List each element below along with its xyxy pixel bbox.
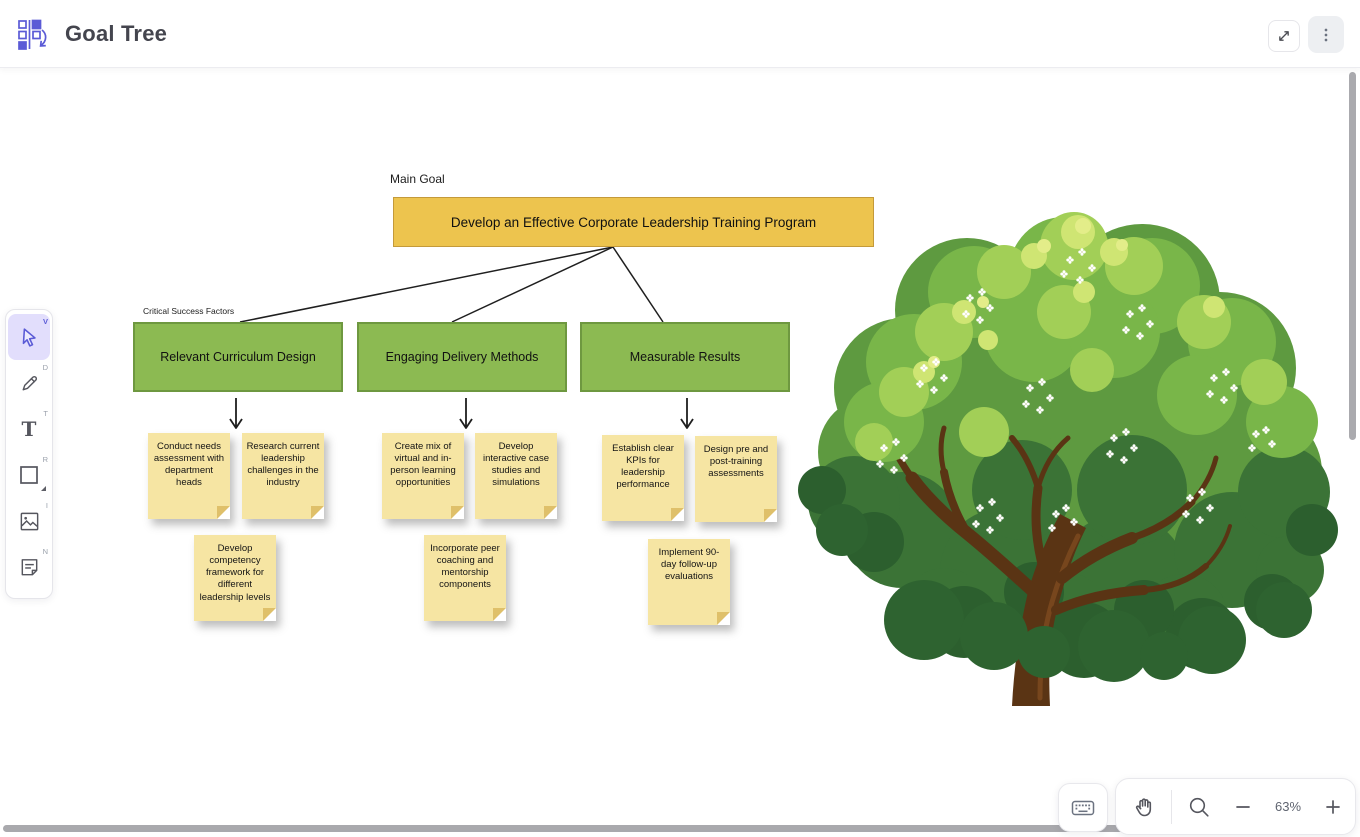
factor-box-results[interactable]: Measurable Results: [580, 322, 790, 392]
shape-tool-button[interactable]: R: [8, 452, 50, 498]
vertical-scrollbar[interactable]: [1349, 72, 1356, 440]
main-goal-label[interactable]: Main Goal: [390, 172, 445, 186]
shortcut-label: D: [42, 363, 48, 372]
header: Goal Tree: [0, 0, 1360, 68]
expand-icon: [1274, 26, 1294, 46]
svg-text:T: T: [22, 417, 37, 441]
factor-title: Measurable Results: [629, 350, 741, 364]
plus-icon: [1325, 799, 1341, 815]
sticky-note[interactable]: Create mix of virtual and in-person lear…: [382, 433, 464, 519]
kebab-menu-icon: [1316, 25, 1336, 45]
sticky-note[interactable]: Develop competency framework for differe…: [194, 535, 276, 621]
sticky-note[interactable]: Design pre and post-training assessments: [695, 436, 777, 522]
hand-icon: [1132, 795, 1156, 819]
draw-tool-button[interactable]: D: [8, 360, 50, 406]
note-page-icon: [18, 556, 41, 579]
zoom-in-button[interactable]: [1319, 793, 1347, 821]
goal-tree-logo-icon: [16, 17, 50, 51]
factor-title: Relevant Curriculum Design: [160, 350, 316, 364]
shortcut-label: I: [45, 501, 48, 510]
note-text: Conduct needs assessment with department…: [153, 441, 225, 489]
rectangle-icon: [17, 463, 41, 487]
sticky-note[interactable]: Incorporate peer coaching and mentorship…: [424, 535, 506, 621]
tool-palette: V D T: [5, 309, 53, 599]
sticky-note[interactable]: Conduct needs assessment with department…: [148, 433, 230, 519]
note-text: Implement 90-day follow-up evaluations: [658, 547, 720, 583]
main-goal-box[interactable]: Develop an Effective Corporate Leadershi…: [393, 197, 874, 247]
keyboard-shortcuts-button[interactable]: [1058, 783, 1108, 832]
minus-icon: [1235, 799, 1251, 815]
view-controls: 63%: [1115, 778, 1356, 835]
shortcut-label: V: [42, 317, 48, 326]
note-text: Incorporate peer coaching and mentorship…: [430, 543, 500, 591]
cursor-arrow-icon: [17, 325, 41, 349]
note-text: Develop interactive case studies and sim…: [482, 441, 549, 489]
shortcut-label: T: [43, 409, 48, 418]
note-tool-button[interactable]: N: [8, 544, 50, 590]
zoom-level: 63%: [1274, 799, 1302, 814]
shortcut-label: R: [42, 455, 48, 464]
divider: [1171, 789, 1172, 824]
shortcut-label: N: [42, 547, 48, 556]
sticky-note[interactable]: Research current leadership challenges i…: [242, 433, 324, 519]
factor-box-curriculum[interactable]: Relevant Curriculum Design: [133, 322, 343, 392]
flyout-corner-icon: [41, 486, 46, 491]
select-tool-button[interactable]: V: [8, 314, 50, 360]
note-text: Research current leadership challenges i…: [246, 441, 320, 489]
expand-button[interactable]: [1268, 20, 1300, 52]
factor-title: Engaging Delivery Methods: [385, 350, 539, 364]
main-goal-text: Develop an Effective Corporate Leadershi…: [450, 214, 817, 230]
magnifier-icon: [1187, 795, 1211, 819]
keyboard-icon: [1070, 795, 1096, 821]
tree-illustration[interactable]: [782, 190, 1338, 706]
page-title: Goal Tree: [65, 20, 168, 46]
whiteboard-canvas[interactable]: Main Goal Critical Success Factors Devel…: [0, 68, 1360, 837]
sticky-note[interactable]: Implement 90-day follow-up evaluations: [648, 539, 730, 625]
pan-tool-button[interactable]: [1126, 789, 1162, 825]
pencil-icon: [18, 372, 41, 395]
zoom-out-button[interactable]: [1229, 793, 1257, 821]
more-options-button[interactable]: [1308, 16, 1344, 53]
image-tool-button[interactable]: I: [8, 498, 50, 544]
text-T-icon: T: [17, 417, 41, 441]
critical-success-factors-label[interactable]: Critical Success Factors: [143, 306, 235, 316]
factor-box-delivery[interactable]: Engaging Delivery Methods: [357, 322, 567, 392]
zoom-tool-button[interactable]: [1181, 789, 1217, 825]
horizontal-scrollbar[interactable]: [3, 825, 1222, 832]
text-tool-button[interactable]: T T: [8, 406, 50, 452]
sticky-note[interactable]: Develop interactive case studies and sim…: [475, 433, 557, 519]
note-text: Create mix of virtual and in-person lear…: [390, 441, 456, 489]
sticky-note[interactable]: Establish clear KPIs for leadership perf…: [602, 435, 684, 521]
note-text: Establish clear KPIs for leadership perf…: [612, 443, 674, 491]
image-icon: [18, 510, 41, 533]
note-text: Develop competency framework for differe…: [199, 543, 271, 603]
note-text: Design pre and post-training assessments: [703, 444, 769, 480]
